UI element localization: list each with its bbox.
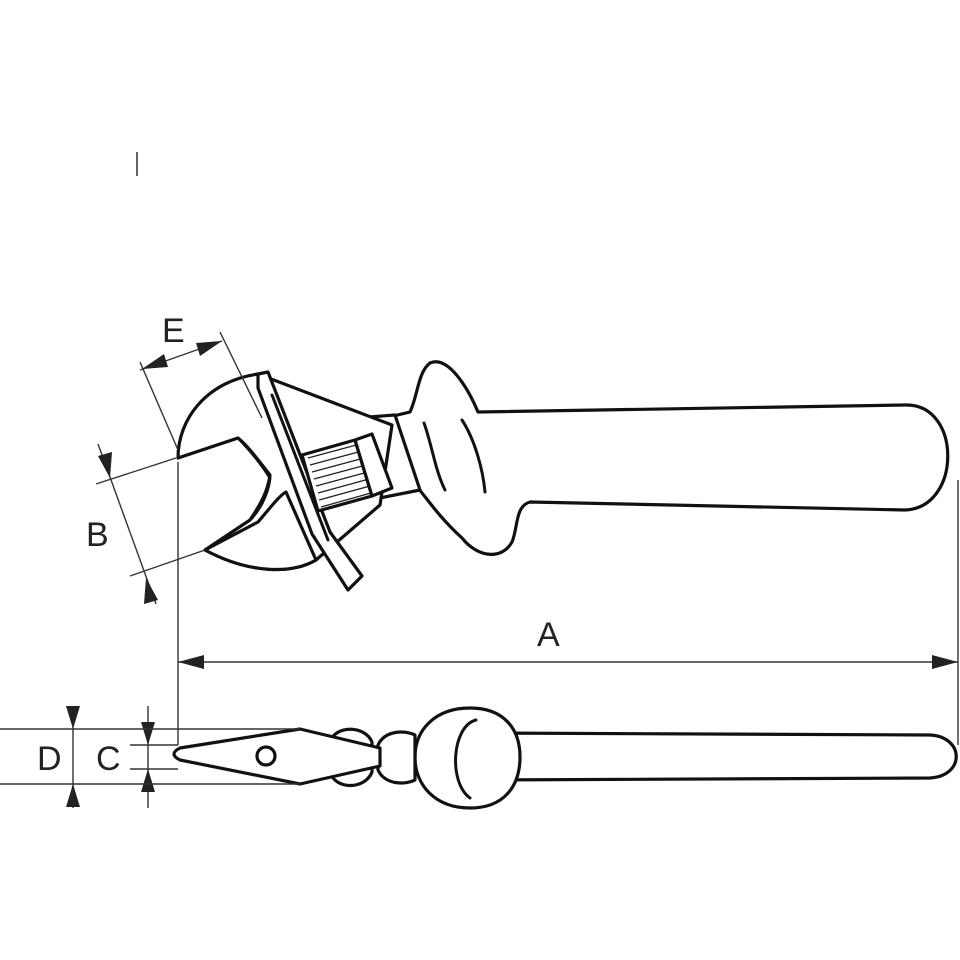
dimension-d: D — [0, 706, 300, 808]
dimension-label-a: A — [537, 616, 560, 654]
wrench-handle — [383, 360, 950, 556]
dimension-label-d: D — [37, 740, 62, 778]
side-pivot-hole — [255, 745, 277, 767]
slide-bar-edge — [270, 393, 330, 542]
worm-screw — [300, 432, 394, 513]
dimension-label-c: C — [96, 740, 121, 778]
dimension-label-b: B — [86, 516, 109, 554]
jaw-opening — [176, 436, 272, 522]
dimension-a: A — [177, 462, 959, 745]
dimension-c: C — [96, 706, 178, 808]
side-jaw-blade — [172, 727, 382, 786]
wrench-movable-jaw — [203, 490, 318, 572]
dimension-b: B — [86, 443, 206, 605]
dimension-e: E — [139, 312, 263, 451]
handle-guard-ridge — [460, 418, 487, 494]
handle-guard-ridge — [422, 421, 447, 492]
side-guard-ring — [413, 706, 522, 810]
side-collar — [376, 730, 417, 785]
side-handle — [478, 731, 958, 782]
wrench-side-view — [172, 706, 958, 810]
dimension-label-e: E — [162, 312, 185, 350]
wrench-top-view — [176, 360, 950, 592]
side-guard-inner-arc — [454, 718, 478, 800]
